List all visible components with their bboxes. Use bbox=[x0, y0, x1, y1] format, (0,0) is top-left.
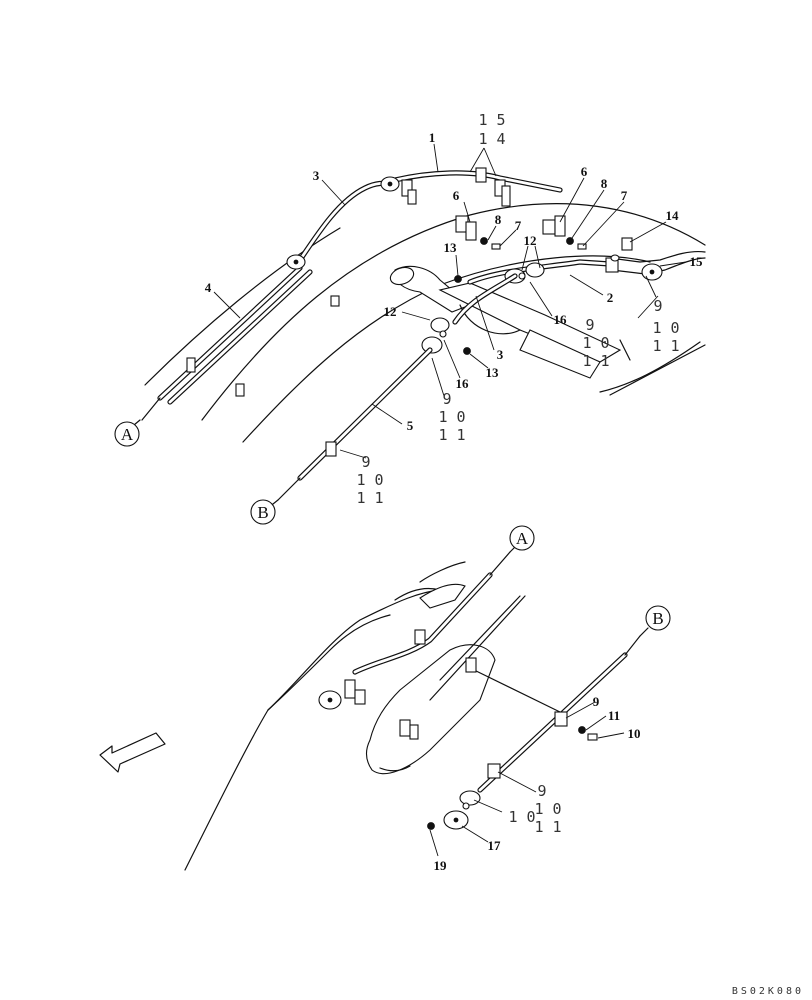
callout: 16 bbox=[456, 376, 470, 391]
pipe-4-end bbox=[141, 397, 161, 421]
flange-mid bbox=[430, 317, 450, 333]
callout: 10 bbox=[628, 726, 641, 741]
callout: 5 bbox=[407, 418, 414, 433]
marker-b-top: B bbox=[250, 499, 276, 525]
pipe-5 bbox=[297, 347, 433, 481]
callout: 11 bbox=[608, 708, 620, 723]
marker-a-bottom: A bbox=[509, 525, 535, 551]
svg-text:B: B bbox=[652, 609, 663, 628]
boom-outline-right bbox=[599, 341, 701, 393]
callout: 3 bbox=[313, 168, 320, 183]
arm-bottom bbox=[184, 561, 561, 871]
callout: 1 0 bbox=[534, 800, 561, 818]
pipe-bottom-b bbox=[477, 635, 641, 793]
svg-text:A: A bbox=[121, 425, 134, 444]
flange-left bbox=[286, 176, 400, 270]
callout: 9 bbox=[442, 390, 451, 408]
fittings-bottom bbox=[318, 583, 477, 740]
callout: 13 bbox=[486, 365, 500, 380]
callout: 1 0 bbox=[652, 319, 679, 337]
flanges-right bbox=[504, 237, 663, 284]
callout: 1 1 bbox=[356, 489, 383, 507]
callout: 3 bbox=[497, 347, 504, 362]
callout: 1 5 bbox=[478, 111, 505, 129]
oring-mid bbox=[439, 330, 447, 338]
callout: 2 bbox=[607, 290, 614, 305]
callout: 1 bbox=[429, 130, 436, 145]
bolts-right bbox=[454, 237, 587, 355]
clamp-pipe-5 bbox=[325, 441, 337, 457]
callout: 8 bbox=[601, 176, 608, 191]
callout: 6 bbox=[581, 164, 588, 179]
callout: 12 bbox=[524, 233, 537, 248]
callout: 14 bbox=[666, 208, 680, 223]
callout: 1 1 bbox=[652, 337, 679, 355]
callout: 9 bbox=[537, 782, 546, 800]
pipe-3-upper bbox=[297, 180, 395, 263]
direction-arrow-icon bbox=[99, 732, 166, 773]
callout: 17 bbox=[488, 838, 502, 853]
pipe-4 bbox=[157, 265, 313, 405]
leaders-bottom bbox=[429, 701, 625, 857]
clamp-blocks-top bbox=[186, 167, 566, 397]
callout: 9 bbox=[653, 297, 662, 315]
callout: 15 bbox=[690, 254, 704, 269]
flange-mid-2 bbox=[421, 336, 443, 354]
pipe-3-lower bbox=[452, 273, 518, 325]
leaders-top bbox=[213, 143, 687, 459]
drawing-code: BS02K080 bbox=[732, 986, 804, 997]
bolts-bottom bbox=[427, 726, 598, 830]
callout: 4 bbox=[205, 280, 212, 295]
marker-a-bottom-lead bbox=[509, 547, 515, 553]
pipe-5-end bbox=[277, 477, 301, 501]
hydraulic-cylinder bbox=[389, 265, 631, 379]
pipe-1 bbox=[392, 170, 563, 193]
clamps-bottom-b bbox=[443, 711, 568, 830]
marker-b-bottom: B bbox=[645, 605, 671, 631]
callout: 7 bbox=[621, 188, 628, 203]
marker-b-bottom-lead bbox=[639, 627, 649, 637]
callout: 7 bbox=[515, 218, 522, 233]
boom-outline-left bbox=[144, 227, 341, 386]
svg-text:B: B bbox=[257, 503, 268, 522]
callout: 1 1 bbox=[582, 352, 609, 370]
callouts-top: 1 1 5 1 4 3 4 6 8 7 6 8 7 14 15 13 12 2 … bbox=[205, 111, 703, 507]
svg-text:A: A bbox=[516, 529, 529, 548]
callout: 19 bbox=[434, 858, 448, 873]
callout: 9 bbox=[585, 316, 594, 334]
callout: 1 0 bbox=[438, 408, 465, 426]
callout: 12 bbox=[384, 304, 397, 319]
marker-a-top: A bbox=[114, 421, 140, 447]
callout: 1 1 bbox=[438, 426, 465, 444]
callout: 16 bbox=[554, 312, 568, 327]
callouts-bottom: 9 11 10 9 1 0 1 1 1 0 17 19 bbox=[434, 694, 641, 873]
boom-outline-right-2 bbox=[609, 344, 706, 396]
callout: 13 bbox=[444, 240, 458, 255]
callout: 1 0 bbox=[582, 334, 609, 352]
callout: 1 1 bbox=[534, 818, 561, 836]
callout: 8 bbox=[495, 212, 502, 227]
callout: 9 bbox=[593, 694, 600, 709]
callout: 1 0 bbox=[356, 471, 383, 489]
pipe-bottom-a bbox=[352, 551, 511, 675]
callout: 1 4 bbox=[478, 130, 505, 148]
callout: 6 bbox=[453, 188, 460, 203]
callout: 9 bbox=[361, 453, 370, 471]
callout: 1 0 bbox=[508, 808, 535, 826]
